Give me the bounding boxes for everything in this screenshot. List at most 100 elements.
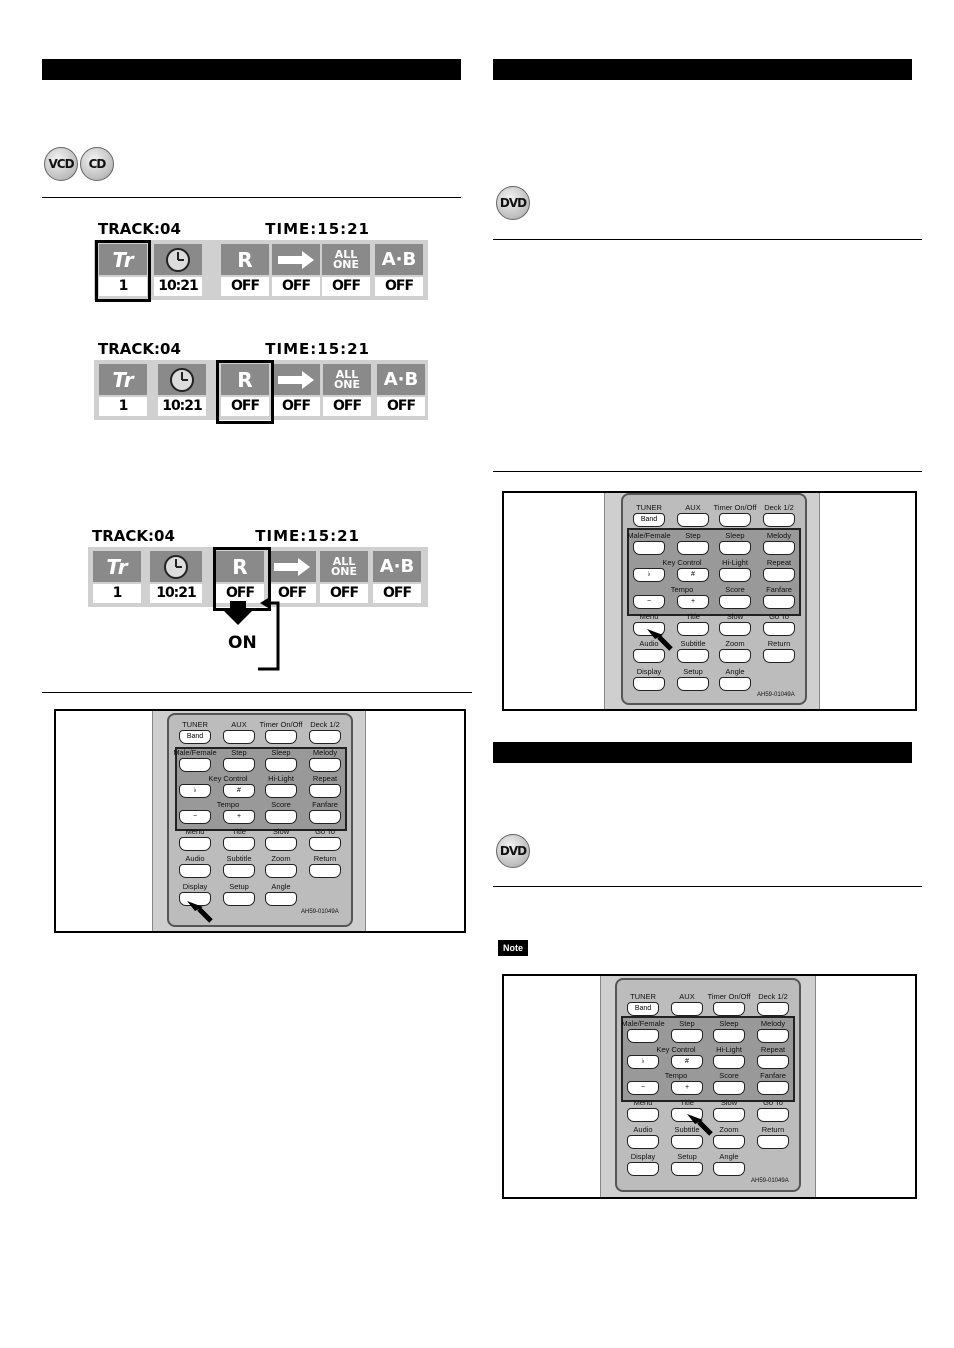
repeat-button[interactable] [763, 568, 795, 582]
zoom-button[interactable] [713, 1135, 745, 1149]
all-one-value: OFF [323, 397, 371, 416]
score-button[interactable] [713, 1081, 745, 1095]
zoom-button[interactable] [719, 649, 751, 663]
sleep-button[interactable] [265, 758, 297, 772]
melody-button[interactable] [763, 541, 795, 555]
setup-button[interactable] [671, 1162, 703, 1176]
note-badge: Note [498, 940, 528, 956]
flat-button[interactable]: ♭ [179, 784, 211, 798]
score-button[interactable] [265, 810, 297, 824]
step-button[interactable] [223, 758, 255, 772]
angle-button[interactable] [719, 677, 751, 691]
hilight-button[interactable] [713, 1055, 745, 1069]
angle-button[interactable] [265, 892, 297, 906]
timer-button[interactable] [265, 730, 297, 744]
timer-button[interactable] [719, 513, 751, 527]
fanfare-button[interactable] [309, 810, 341, 824]
goto-button[interactable] [309, 837, 341, 851]
subtitle-button[interactable] [223, 864, 255, 878]
hilight-label: Hi-Light [268, 774, 294, 783]
male-female-label: Male/Female [173, 748, 217, 757]
title-label: Title [232, 827, 246, 836]
audio-button[interactable] [633, 649, 665, 663]
sleep-button[interactable] [719, 541, 751, 555]
track-label: TRACK:04 [92, 527, 175, 545]
tempo-plus-button[interactable]: + [671, 1081, 703, 1095]
tempo-plus-button[interactable]: + [223, 810, 255, 824]
return-button[interactable] [763, 649, 795, 663]
timer-button[interactable] [713, 1002, 745, 1016]
display-label: Display [182, 882, 208, 891]
deck-button[interactable] [763, 513, 795, 527]
arrow-icon [268, 551, 316, 582]
aux-label: AUX [231, 720, 247, 729]
section-bar-left [42, 59, 461, 80]
slow-button[interactable] [265, 837, 297, 851]
goto-button[interactable] [763, 622, 795, 636]
return-button[interactable] [757, 1135, 789, 1149]
melody-button[interactable] [757, 1029, 789, 1043]
display-label: Display [630, 1152, 656, 1161]
ab-icon: A·B [375, 244, 423, 275]
return-button[interactable] [309, 864, 341, 878]
sharp-button[interactable]: # [671, 1055, 703, 1069]
tempo-minus-button[interactable]: − [627, 1081, 659, 1095]
hilight-button[interactable] [265, 784, 297, 798]
tempo-minus-button[interactable]: − [633, 595, 665, 609]
fanfare-button[interactable] [757, 1081, 789, 1095]
fanfare-label: Fanfare [312, 800, 338, 809]
track-icon: Tr [99, 364, 147, 395]
menu-button[interactable] [633, 622, 665, 636]
sleep-button[interactable] [713, 1029, 745, 1043]
aux-button[interactable] [671, 1002, 703, 1016]
sharp-button[interactable]: # [223, 784, 255, 798]
tuner-label: TUNER [182, 720, 208, 729]
title-button[interactable] [677, 622, 709, 636]
display-button[interactable] [633, 677, 665, 691]
deck-button[interactable] [757, 1002, 789, 1016]
setup-label: Setup [677, 1152, 697, 1161]
menu-button[interactable] [179, 837, 211, 851]
step-button[interactable] [677, 541, 709, 555]
repeat-button[interactable] [757, 1055, 789, 1069]
subtitle-button[interactable] [671, 1135, 703, 1149]
melody-button[interactable] [309, 758, 341, 772]
sharp-button[interactable]: # [677, 568, 709, 582]
clock-icon [154, 244, 202, 275]
menu-button[interactable] [627, 1108, 659, 1122]
deck-button[interactable] [309, 730, 341, 744]
male-female-button[interactable] [179, 758, 211, 772]
flat-button[interactable]: ♭ [627, 1055, 659, 1069]
title-button[interactable] [223, 837, 255, 851]
zoom-label: Zoom [719, 1125, 739, 1134]
repeat-value: OFF [216, 584, 264, 603]
male-female-button[interactable] [633, 541, 665, 555]
setup-button[interactable] [223, 892, 255, 906]
step-label: Step [685, 531, 701, 540]
score-button[interactable] [719, 595, 751, 609]
angle-button[interactable] [713, 1162, 745, 1176]
subtitle-button[interactable] [677, 649, 709, 663]
tempo-plus-button[interactable]: + [677, 595, 709, 609]
zoom-button[interactable] [265, 864, 297, 878]
repeat-icon: R [221, 244, 269, 275]
repeat-button[interactable] [309, 784, 341, 798]
aux-button[interactable] [677, 513, 709, 527]
goto-button[interactable] [757, 1108, 789, 1122]
band-button[interactable]: Band [627, 1002, 659, 1016]
audio-button[interactable] [179, 864, 211, 878]
slow-button[interactable] [719, 622, 751, 636]
audio-button[interactable] [627, 1135, 659, 1149]
display-button[interactable] [627, 1162, 659, 1176]
hilight-button[interactable] [719, 568, 751, 582]
tempo-minus-button[interactable]: − [179, 810, 211, 824]
male-female-button[interactable] [627, 1029, 659, 1043]
slow-button[interactable] [713, 1108, 745, 1122]
band-button[interactable]: Band [633, 513, 665, 527]
setup-button[interactable] [677, 677, 709, 691]
band-button[interactable]: Band [179, 730, 211, 744]
step-button[interactable] [671, 1029, 703, 1043]
fanfare-button[interactable] [763, 595, 795, 609]
flat-button[interactable]: ♭ [633, 568, 665, 582]
aux-button[interactable] [223, 730, 255, 744]
